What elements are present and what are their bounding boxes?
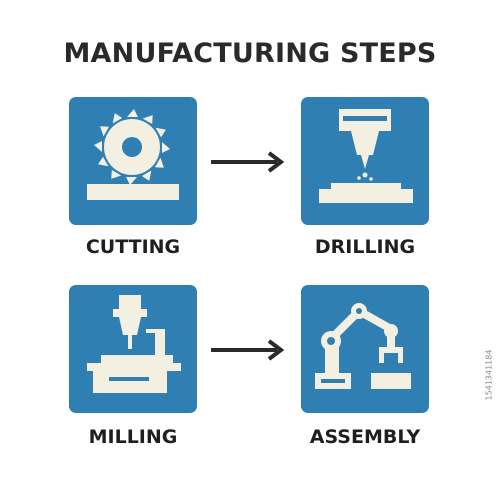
watermark-id: 1541341184 xyxy=(482,300,496,450)
robotic-arm-icon xyxy=(315,303,411,389)
milling-machine-icon xyxy=(87,295,181,393)
circular-saw-icon xyxy=(87,109,179,200)
assembly-tile xyxy=(301,285,429,413)
arrow-right-icon xyxy=(209,338,289,362)
page-title: MANUFACTURING STEPS xyxy=(63,38,437,69)
milling-tile xyxy=(69,285,197,413)
step-label-cutting: CUTTING xyxy=(85,236,181,258)
arrow-right-icon xyxy=(209,150,289,174)
drill-press-icon xyxy=(319,109,413,203)
step-label-milling: MILLING xyxy=(88,426,178,448)
drilling-tile xyxy=(301,97,429,225)
step-label-assembly: ASSEMBLY xyxy=(309,426,421,448)
step-label-drilling: DRILLING xyxy=(314,236,416,258)
watermark-id-text: 1541341184 xyxy=(484,349,494,401)
cutting-tile xyxy=(69,97,197,225)
